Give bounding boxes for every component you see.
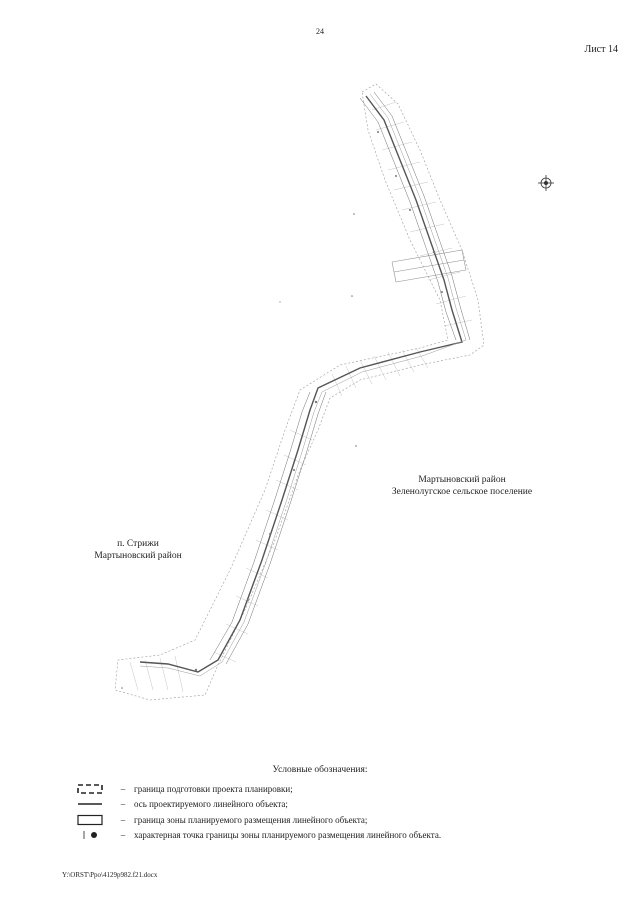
planning-boundary [114,83,485,701]
page-number: 24 [316,27,324,36]
legend-item: – граница зоны планируемого размещения л… [68,812,538,828]
place-label-line: Мартыновский район [94,551,182,561]
legend-dash: – [120,830,126,841]
legend-item: – характерная точка границы зоны планиру… [68,828,538,844]
legend-text: граница зоны планируемого размещения лин… [134,814,368,825]
terrain-hatching [129,101,473,693]
compass-rose-icon [538,175,554,191]
dashed-boundary-icon [68,782,112,796]
legend-dash: – [120,814,126,825]
map-detail-marks [121,131,443,689]
legend-item: – ось проектируемого линейного объекта; [68,797,538,813]
legend: – граница подготовки проекта планировки;… [68,781,538,843]
legend-dash: – [120,799,126,810]
place-label-line: п. Стрижи [117,539,159,549]
sheet-label: Лист 14 [584,44,618,55]
legend-text: характерная точка границы зоны планируем… [134,830,442,841]
place-label-martynovsky-zelenolugskoe: Мартыновский район Зеленолугское сельско… [372,474,552,498]
crossing-road [391,249,467,283]
legend-text: ось проектируемого линейного объекта; [134,799,288,810]
point-marker-icon [68,828,112,842]
legend-item: – граница подготовки проекта планировки; [68,781,538,797]
object-axis [139,93,467,677]
place-label-line: Мартыновский район [418,475,506,485]
legend-text: граница подготовки проекта планировки; [134,783,293,794]
legend-dash: – [120,783,126,794]
file-path: Y:\ORST\Ppo\4129p982.f21.docx [62,871,158,879]
place-label-line: Зеленолугское сельское поселение [391,487,533,497]
zone-boundary [209,91,471,665]
solid-line-icon [68,797,112,811]
place-label-strizhi: п. Стрижи Мартыновский район [78,538,198,562]
legend-title: Условные обозначения: [272,765,368,775]
rectangle-boundary-icon [68,813,112,827]
